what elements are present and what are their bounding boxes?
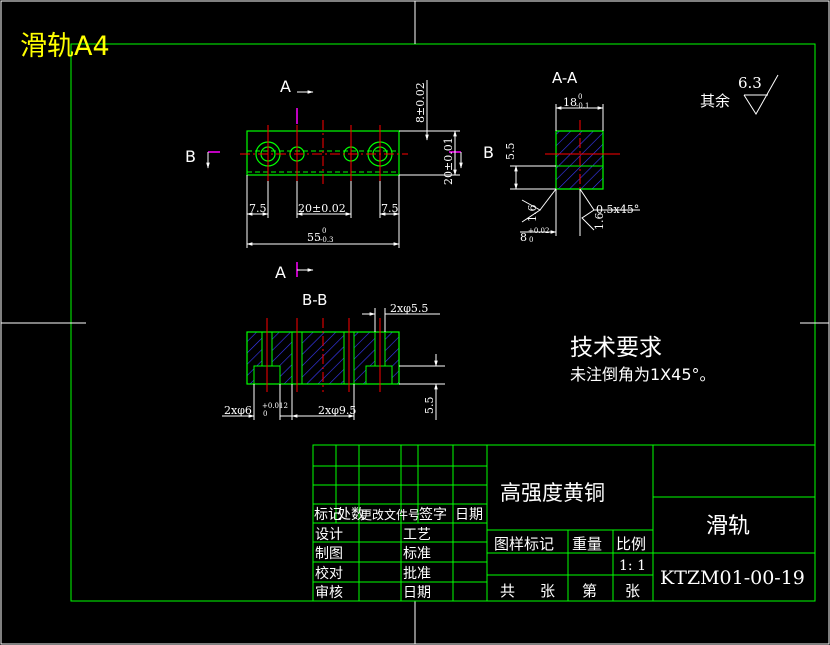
section-b-left-label: B [185, 147, 196, 166]
sig-date: 日期 [403, 585, 431, 601]
section-aa-outline [555, 130, 604, 190]
roughness-symbols-aa [521, 199, 595, 231]
dim-height-small: 8±0.02 [414, 82, 427, 123]
dim-length-tol-up: 0 [322, 227, 326, 235]
dim-length: 55 [307, 231, 321, 244]
scale-value: 1: 1 [619, 558, 646, 574]
rev-header-sign: 签字 [419, 506, 447, 523]
section-a-top-label: A [280, 77, 291, 96]
sheet-index-label: 第 [582, 582, 597, 600]
sig-process: 工艺 [403, 527, 431, 543]
dim-bb-holes-pin-tol-up: +0.012 [262, 402, 288, 410]
material: 高强度黄铜 [500, 481, 605, 505]
tech-requirements: 技术要求 未注倒角为1X45°。 [570, 335, 716, 384]
sig-design: 设计 [315, 527, 343, 543]
dim-height-total: 20±0.01 [442, 137, 455, 185]
part-name: 滑轨 [706, 514, 750, 539]
dim-aa-base: 8 [520, 231, 527, 244]
sheet-unit1-label: 张 [540, 582, 555, 600]
tech-req-heading: 技术要求 [570, 335, 662, 361]
drawing-number: KTZM01-00-19 [660, 567, 805, 589]
title-block: 高强度黄铜 滑轨 KTZM01-00-19 标记 处数 更改文件号 签字 日期 … [312, 444, 816, 602]
sheet-total-label: 共 [500, 582, 515, 600]
rev-header-count: 处数 [337, 507, 365, 523]
dim-left-offset: 7.5 [249, 202, 267, 215]
dim-length-tol-low: -0.3 [320, 236, 334, 244]
section-aa-label: A-A [552, 69, 578, 87]
dim-bb-holes-small: 2xφ5.5 [390, 302, 428, 315]
dim-pitch: 20±0.02 [298, 202, 346, 215]
sig-check: 校对 [315, 565, 343, 582]
sheet-unit2-label: 张 [625, 582, 640, 600]
dim-bb-holes-pin: 2xφ6 [224, 404, 252, 417]
dim-aa-roughness-side: 1.6 [526, 205, 539, 223]
section-a-bottom-label: A [275, 263, 286, 282]
section-b-right-label: B [483, 143, 494, 162]
dim-right-offset: 7.5 [381, 202, 399, 215]
rev-header-mark: 标记 [314, 507, 342, 523]
dim-bb-holes-pin-tol-low: 0 [263, 410, 267, 418]
mark-header: 图样标记 [494, 535, 554, 553]
section-bb-view: B-B [222, 291, 445, 420]
tech-req-line1: 未注倒角为1X45°。 [570, 365, 716, 384]
front-view: A A B B 8±0.02 20±0.01 7.5 20±0.02 [185, 77, 494, 282]
front-centerlines [240, 120, 408, 186]
dim-bb-depth: 5.5 [423, 397, 436, 415]
dim-aa-step: 5.5 [504, 143, 517, 161]
dim-aa-base-tol-low: 0 [529, 236, 533, 244]
roughness-default-value: 6.3 [738, 74, 762, 92]
roughness-default-label: 其余 [700, 92, 730, 110]
rev-header-doc: 更改文件号 [360, 507, 420, 522]
default-roughness: 其余 6.3 [700, 74, 779, 115]
scale-header: 比例 [616, 535, 646, 553]
dim-bb-holes-big: 2xφ9.5 [318, 404, 356, 417]
section-aa-view: A-A 18 0 -0.1 5.5 1.6 0.5x45° 1 [504, 69, 640, 244]
weight-header: 重量 [572, 535, 602, 553]
sig-approve: 批准 [403, 566, 431, 582]
dim-aa-base-tol-up: +0.02 [528, 227, 549, 235]
sig-review: 审核 [315, 585, 343, 601]
dim-aa-width: 18 [563, 96, 577, 109]
dim-aa-roughness-bottom: 1.6 [593, 213, 606, 231]
dim-aa-width-tol-up: 0 [578, 93, 582, 101]
sig-standard: 标准 [403, 546, 431, 562]
section-bb-label: B-B [302, 291, 327, 309]
sig-draw: 制图 [315, 546, 343, 562]
rev-header-date: 日期 [455, 507, 483, 523]
section-marks [208, 108, 461, 277]
dim-aa-chamfer: 0.5x45° [596, 203, 639, 216]
dim-aa-width-tol-low: -0.1 [576, 102, 590, 110]
sheet-title: 滑轨A4 [20, 31, 110, 62]
